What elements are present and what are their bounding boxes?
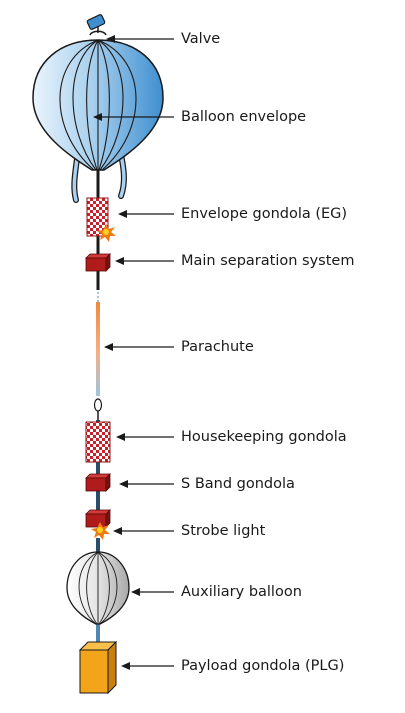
arrow-strobe-light <box>113 527 174 535</box>
label-s-band-gondola: S Band gondola <box>181 476 295 492</box>
label-balloon-envelope: Balloon envelope <box>181 109 307 125</box>
housekeeping-gondola <box>85 421 111 463</box>
envelope-gondola <box>86 197 109 237</box>
spark-icon <box>97 224 116 242</box>
arrow-s-band-gondola <box>119 480 174 488</box>
arrow-valve <box>106 35 174 43</box>
strobe-spark-icon <box>91 522 110 540</box>
main-separation-system <box>85 253 111 272</box>
label-auxiliary-balloon: Auxiliary balloon <box>181 584 302 600</box>
arrow-payload-gondola <box>121 662 174 670</box>
valve-icon <box>86 14 107 36</box>
strobe-light <box>85 509 111 528</box>
arrow-main-separation <box>115 257 174 265</box>
label-strobe-light: Strobe light <box>181 523 266 539</box>
parachute <box>93 292 103 420</box>
label-payload-gondola: Payload gondola (PLG) <box>181 658 345 674</box>
arrow-parachute <box>104 343 174 351</box>
payload-gondola <box>78 640 118 695</box>
arrow-auxiliary-balloon <box>131 588 174 596</box>
label-housekeeping-gondola: Housekeeping gondola <box>181 429 347 445</box>
s-band-gondola <box>85 473 111 492</box>
balloon-envelope <box>32 39 164 203</box>
label-valve: Valve <box>181 31 221 47</box>
arrow-balloon-envelope <box>93 113 174 121</box>
arrow-envelope-gondola <box>118 210 174 218</box>
auxiliary-balloon <box>66 551 130 625</box>
leader-arrows <box>93 35 174 670</box>
label-envelope-gondola: Envelope gondola (EG) <box>181 206 348 222</box>
label-parachute: Parachute <box>181 339 254 355</box>
label-main-separation-system: Main separation system <box>181 253 355 269</box>
arrow-housekeeping-gondola <box>116 433 174 441</box>
